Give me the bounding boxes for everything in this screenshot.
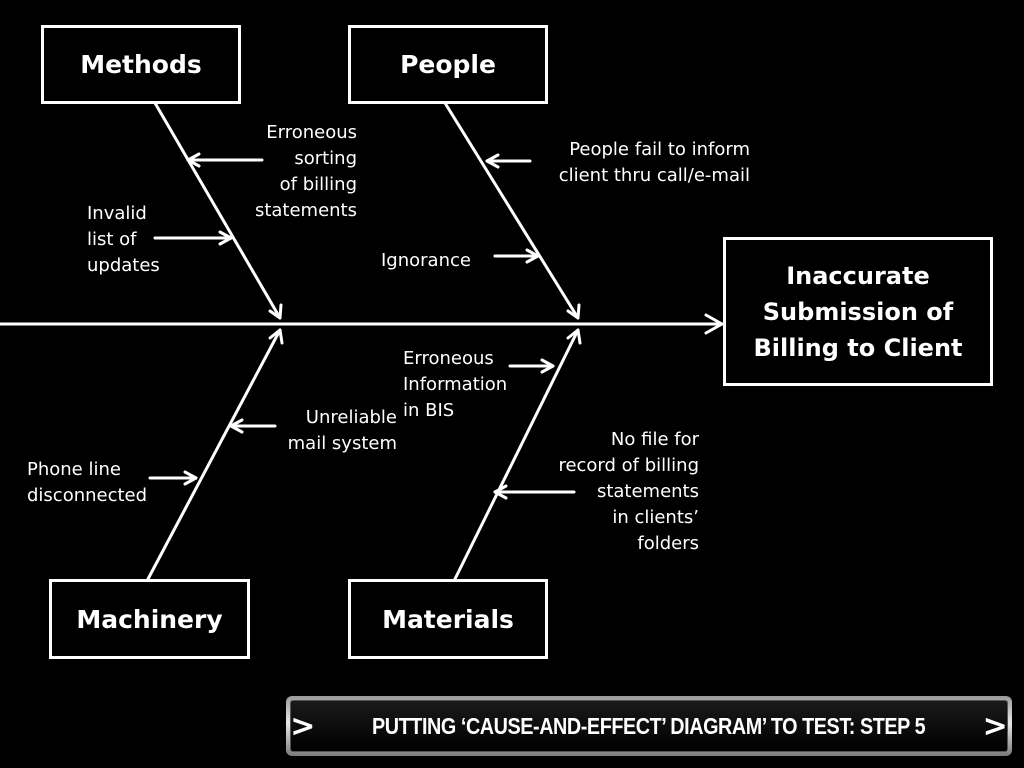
- category-machinery: Machinery: [49, 579, 250, 659]
- cause-arrowhead-people-fail: [485, 153, 500, 169]
- cause-arrowhead-ignorance: [525, 248, 540, 264]
- cause-label-erroneous-sorting: Erroneous sorting of billing statements: [254, 122, 357, 221]
- cause-label-invalid-list: Invalid list of updates: [87, 203, 160, 276]
- category-materials: Materials: [348, 579, 548, 659]
- cause-label-no-file: No file for record of billing statements…: [558, 429, 699, 554]
- cause-arrowhead-no-file: [493, 484, 508, 500]
- footer-title: PUTTING ‘CAUSE-AND-EFFECT’ DIAGRAM’ TO T…: [372, 712, 926, 739]
- cause-arrowhead-phone-line: [183, 470, 198, 486]
- cause-arrowhead-unreliable-mail: [229, 418, 244, 434]
- bone-machinery: [146, 328, 282, 581]
- cause-label-phone-line: Phone line disconnected: [27, 459, 148, 506]
- footer-banner: > PUTTING ‘CAUSE-AND-EFFECT’ DIAGRAM’ TO…: [286, 696, 1012, 756]
- chevron-right-icon: >: [982, 708, 1008, 744]
- category-methods: Methods: [41, 25, 241, 104]
- bone-methods: [153, 101, 282, 320]
- category-people: People: [348, 25, 548, 104]
- effect-box: Inaccurate Submission of Billing to Clie…: [723, 237, 993, 386]
- cause-arrowhead-erroneous-info: [540, 358, 555, 374]
- cause-label-unreliable-mail: Unreliable mail system: [287, 407, 397, 454]
- bone-people: [443, 101, 580, 320]
- spine-arrowhead: [704, 313, 724, 335]
- cause-arrowhead-erroneous-sorting: [186, 152, 201, 168]
- cause-label-people-fail: People fail to inform client thru call/e…: [558, 139, 750, 186]
- footer-banner-inner: > PUTTING ‘CAUSE-AND-EFFECT’ DIAGRAM’ TO…: [290, 700, 1008, 752]
- bone-machinery-arrowhead: [268, 328, 284, 345]
- cause-label-ignorance: Ignorance: [381, 250, 471, 271]
- chevron-right-icon: >: [290, 708, 316, 744]
- bone-materials: [453, 328, 580, 581]
- bone-methods-arrowhead: [268, 303, 283, 320]
- bone-materials-arrowhead: [566, 328, 582, 345]
- cause-label-erroneous-info: Erroneous Information in BIS: [403, 348, 508, 421]
- bone-people-arrowhead: [566, 303, 581, 320]
- cause-arrowhead-invalid-list: [218, 230, 233, 246]
